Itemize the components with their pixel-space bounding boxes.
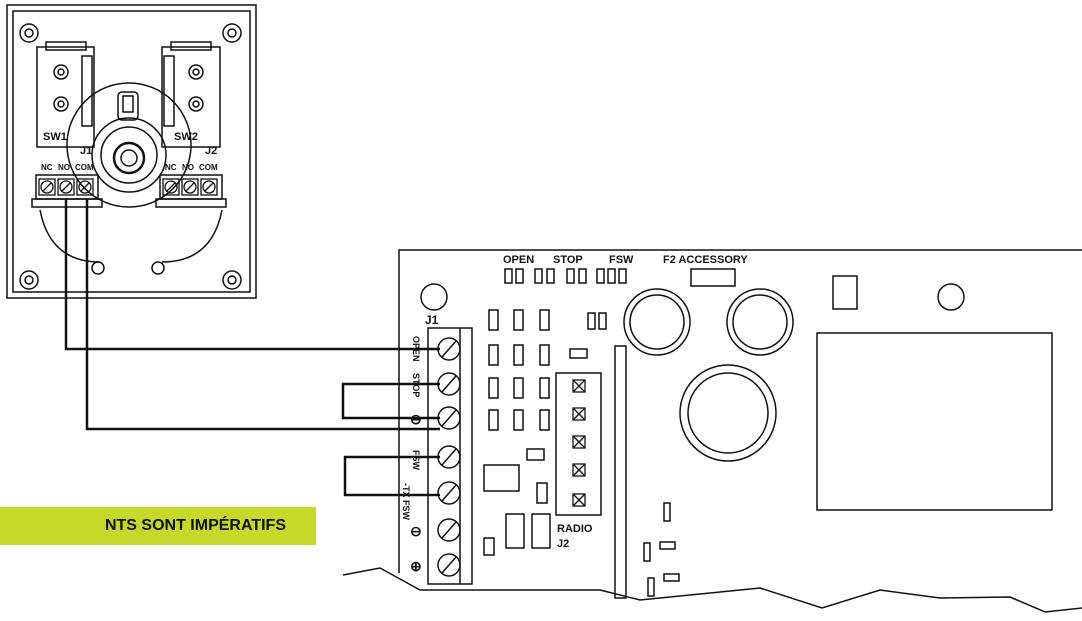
terminal-label-minus-2: ⊖ [410, 523, 422, 539]
cam-ring [91, 117, 167, 193]
radio-connector-j2 [555, 372, 602, 516]
terminal-label-minus: ⊖ [410, 411, 422, 427]
terminal-label-tx-fsw: -TX FSW [401, 483, 411, 520]
jumper-stop [341, 382, 440, 420]
switch-terminal-screws [38, 178, 218, 196]
j2-pin-no: NO [182, 163, 194, 172]
radio-connector-label: J2 [557, 538, 569, 550]
radio-label: RADIO [557, 523, 593, 535]
housing-screw-br [222, 270, 242, 290]
wire-com-to-open [64, 199, 440, 351]
board-outline [398, 249, 1082, 573]
f2-fuse [690, 268, 736, 287]
warning-banner: NTS SONT IMPÉRATIFS [0, 507, 316, 545]
j1-pin-no: NO [58, 163, 70, 172]
j2-pin-com: COM [199, 163, 218, 172]
cam-outer [66, 82, 192, 208]
board-mount-hole-right [937, 283, 965, 311]
terminal-label-fsw: FSW [411, 450, 421, 471]
wire-no-to-minus [85, 199, 440, 431]
board-break-line [342, 567, 1082, 613]
wires [64, 199, 440, 497]
sw1-label: SW1 [43, 131, 67, 143]
led-label-open: OPEN [503, 254, 534, 266]
led-label-fsw: FSW [609, 254, 634, 266]
sw2-microswitch [161, 46, 221, 148]
transformer [816, 332, 1053, 511]
j2-pin-nc: NC [165, 163, 177, 172]
board-mount-hole [420, 283, 448, 311]
housing-screw-tl [19, 23, 39, 43]
sw2-label: SW2 [174, 131, 198, 143]
switch-j2-label: J2 [205, 145, 217, 157]
limit-switch-unit [6, 4, 257, 299]
j1-pin-com: COM [75, 163, 94, 172]
terminal-label-stop: STOP [411, 373, 421, 397]
sw1-microswitch [36, 46, 95, 148]
fuse-label: F2 ACCESSORY [663, 254, 748, 266]
switch-housing-inner [12, 10, 251, 293]
board-heatsink-strip [614, 345, 627, 599]
switch-j1-label: J1 [80, 145, 92, 157]
housing-screw-bl [19, 270, 39, 290]
capacitor-large [679, 364, 777, 462]
radio-pins [572, 379, 586, 507]
j1-pin-nc: NC [41, 163, 53, 172]
board-terminal-screws [437, 337, 461, 577]
capacitor-left [623, 288, 691, 356]
jumper-fsw [343, 455, 440, 497]
switch-housing-outer [6, 4, 257, 299]
terminal-label-open: OPEN [411, 336, 421, 362]
housing-screw-tr [222, 23, 242, 43]
capacitor-right [726, 288, 794, 356]
warning-banner-text: NTS SONT IMPÉRATIFS [104, 517, 286, 534]
board-relay [832, 275, 858, 310]
terminal-label-plus: ⊕ [410, 558, 422, 574]
control-board [342, 249, 1082, 613]
terminal-block-label: J1 [425, 313, 439, 327]
led-label-stop: STOP [553, 254, 583, 266]
